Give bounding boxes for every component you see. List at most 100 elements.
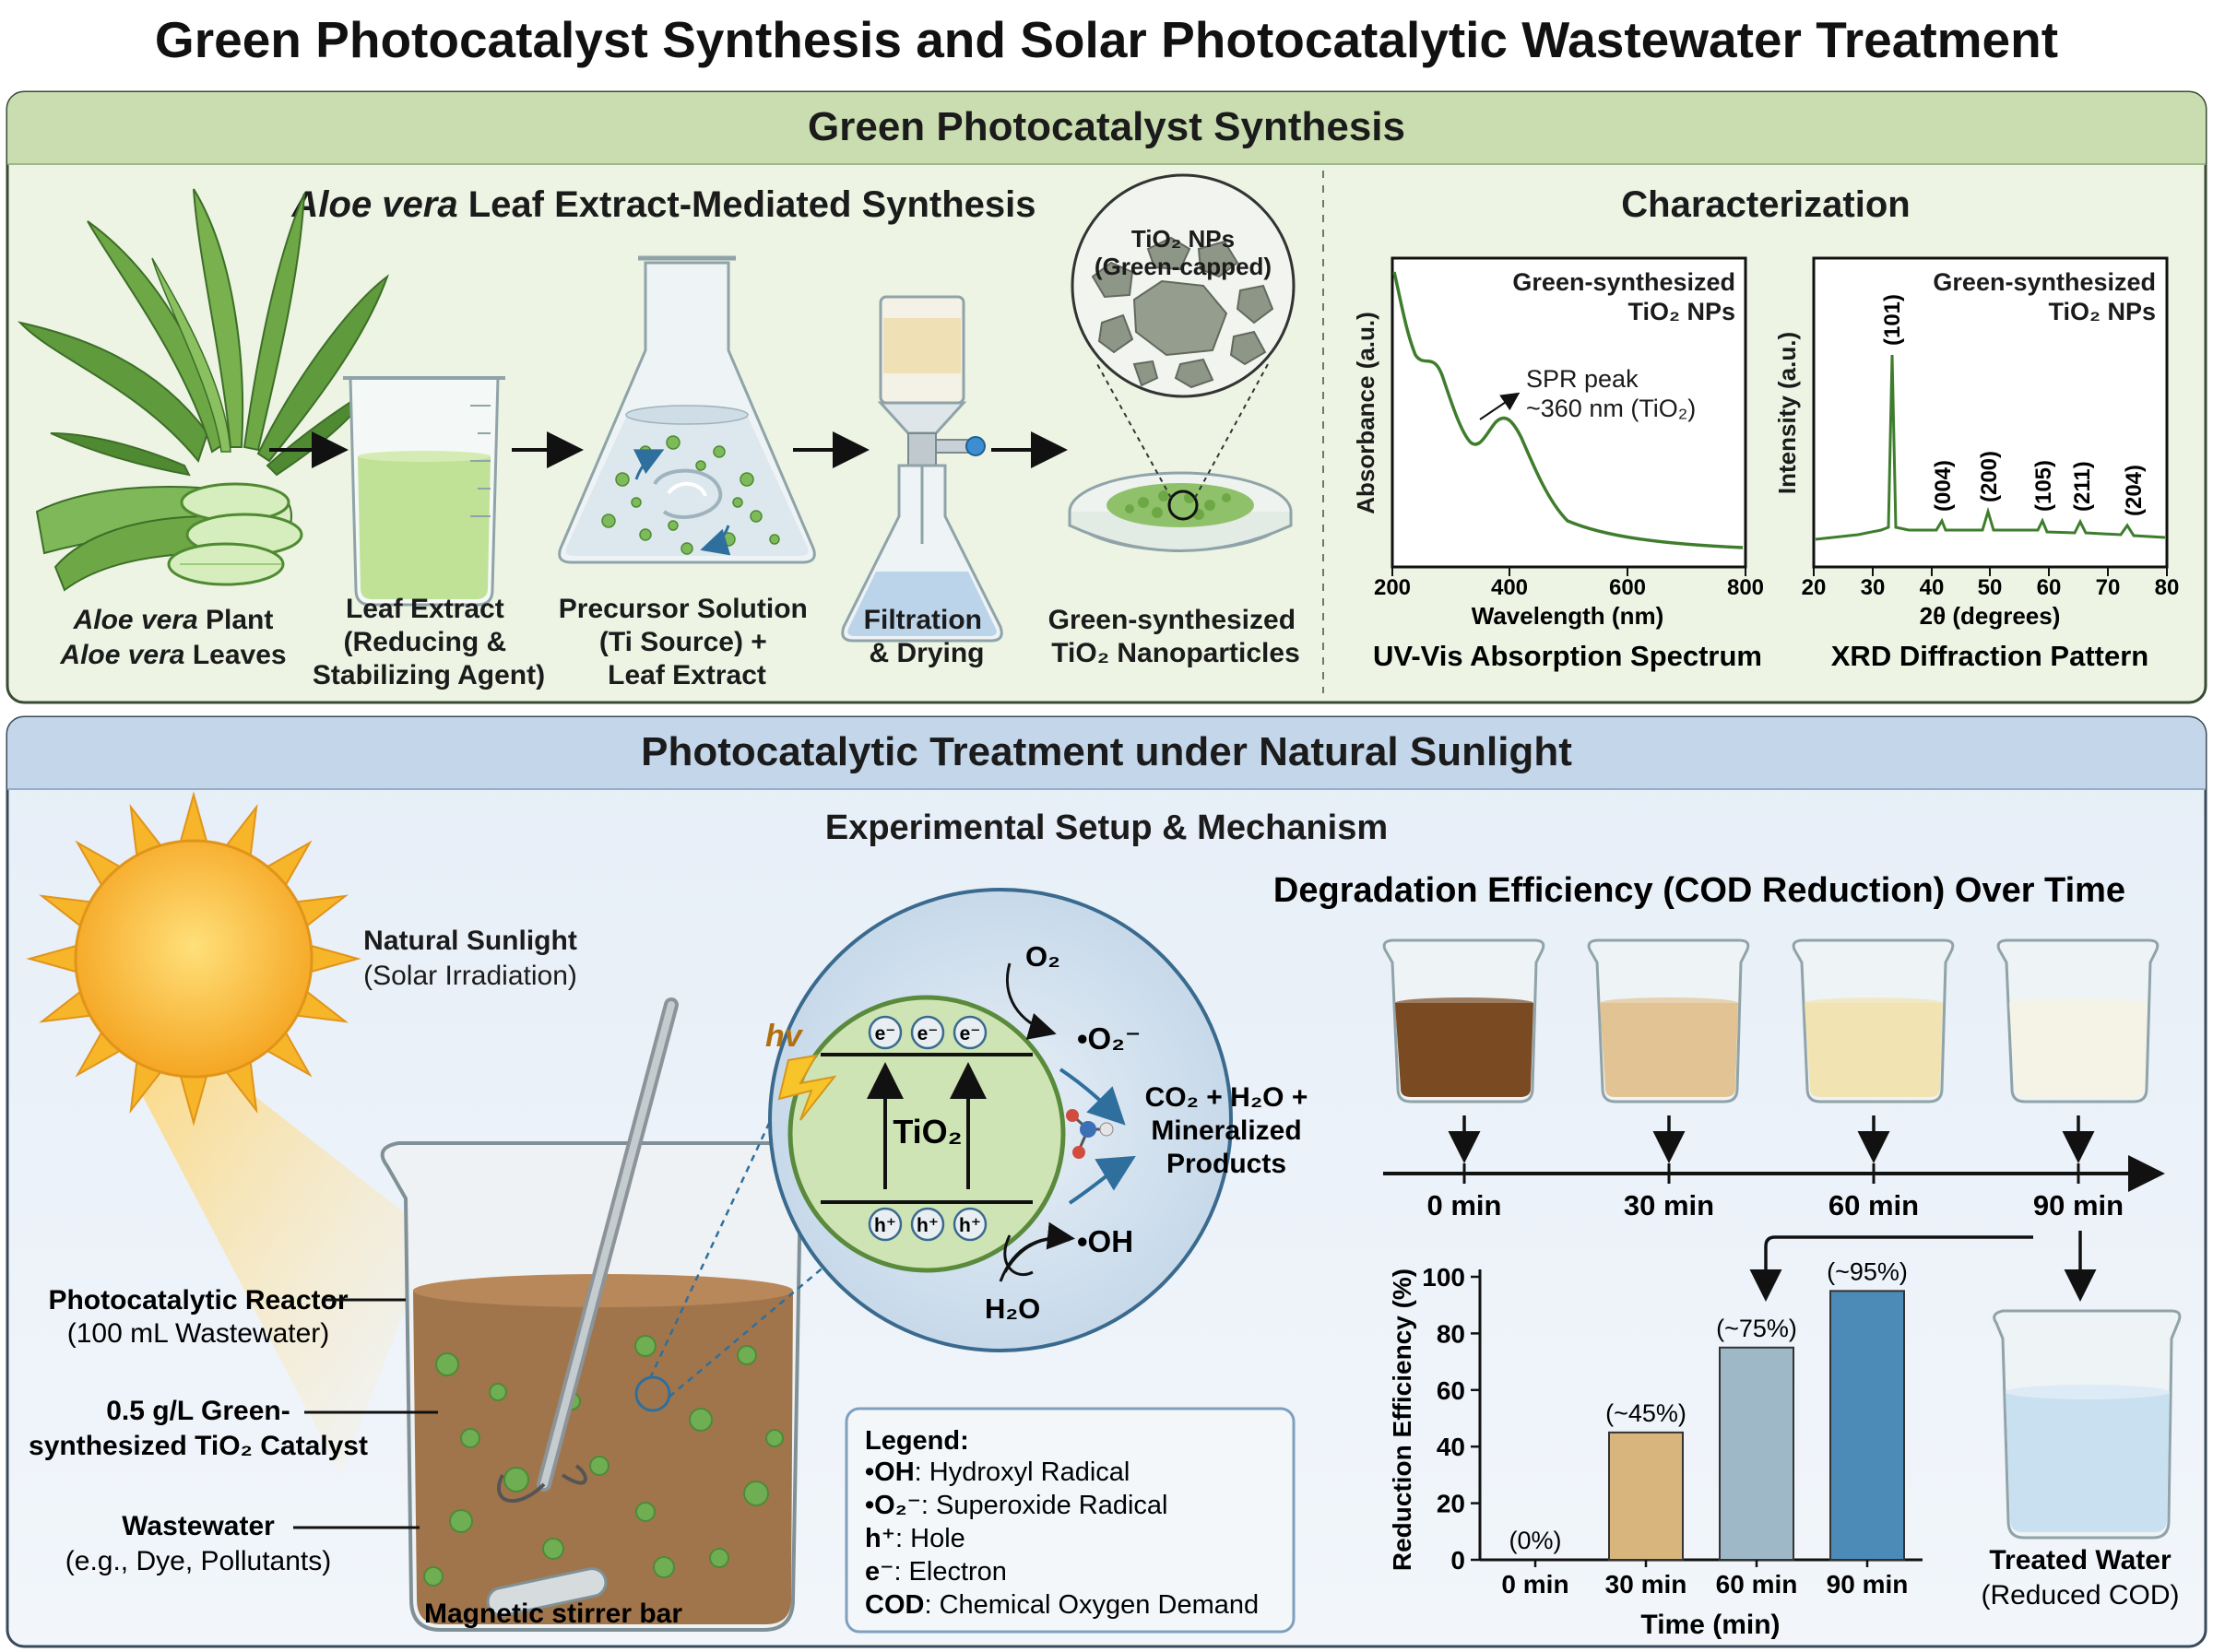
legend-title: Legend: [865,1426,969,1456]
synthesis-subtitle: Aloe vera Leaf Extract-Mediated Synthesi… [291,184,1036,225]
beaker-water [1395,1003,1533,1097]
uvvis-annotation-2: ~360 nm (TiO₂) [1526,395,1696,422]
stirrer-label: Magnetic stirrer bar [424,1599,682,1629]
wastewater-label-2: (e.g., Dye, Pollutants) [65,1546,331,1576]
mech-electron-2: e⁻ [917,1023,939,1044]
legend-item-cod: COD: Chemical Oxygen Demand [865,1590,1259,1620]
xrd-xtick-20: 20 [1802,575,1827,600]
beaker-water [2009,1003,2148,1097]
treatment-panel: Photocatalytic Treatment under Natural S… [6,715,2207,1648]
uvvis-xtick-400: 400 [1491,575,1528,600]
timeline-beaker [1587,938,1750,1163]
treatment-header: Photocatalytic Treatment under Natural S… [641,729,1572,774]
nanoparticle-petri-dish [1068,173,1296,552]
chart-x-tick-label: 60 min [1716,1570,1798,1599]
mech-hole-1: h⁺ [874,1215,896,1236]
uvvis-ylabel: Absorbance (a.u.) [1352,312,1379,514]
xrd-plot [1812,256,2169,576]
uvvis-xtick-800: 800 [1727,575,1764,600]
reactor-label-1: Photocatalytic Reactor [48,1285,348,1316]
uvvis-plot [1391,256,1747,576]
legend-item-superoxide: •O₂⁻: Superoxide Radical [865,1491,1168,1520]
degradation-title: Degradation Efficiency (COD Reduction) O… [1273,871,2125,910]
mech-electron-1: e⁻ [875,1023,896,1044]
chart-bar [1829,1290,1905,1561]
xrd-peak-200: (200) [1977,451,2002,502]
reactor-label-2: (100 mL Wastewater) [67,1318,330,1349]
synthesis-header: Green Photocatalyst Synthesis [808,104,1405,149]
synthesis-panel: Green Photocatalyst Synthesis Aloe vera … [6,90,2207,704]
chart-bar [1608,1431,1684,1561]
zoom-label-2: (Green-capped) [1095,253,1272,280]
chart-x-tick-label: 0 min [1501,1570,1568,1599]
chart-data-label: (~45%) [1605,1399,1686,1427]
sun-label-2: (Solar Irradiation) [363,961,577,991]
sun-icon [26,791,361,1127]
legend-box [845,1407,1296,1634]
uvvis-xtick-200: 200 [1374,575,1411,600]
chart-x-tick-label: 90 min [1827,1570,1909,1599]
mech-electron-3: e⁻ [960,1023,981,1044]
chart-bar [1719,1346,1794,1561]
beaker-water [1805,1003,1943,1097]
chart-y-tick-label: 40 [1437,1433,1465,1461]
timeline-label-30: 30 min [1624,1189,1714,1221]
xrd-caption: XRD Diffraction Pattern [1831,640,2148,672]
main-title: Green Photocatalyst Synthesis and Solar … [155,11,2058,68]
sunbeam [138,1023,433,1475]
xrd-legend-2: TiO₂ NPs [2048,298,2156,325]
step-plant-label: Aloe vera Plant [73,605,274,635]
chart-y-tick-label: 80 [1437,1319,1465,1348]
mech-o2: O₂ [1025,940,1060,973]
step-leaves-label: Aloe vera Leaves [59,640,286,670]
chart-x-tick-label: 30 min [1605,1570,1687,1599]
xrd-peak-101: (101) [1880,294,1905,346]
mech-tio2: TiO₂ [893,1113,962,1150]
beaker-water [1600,1003,1738,1097]
chart-data-label: (0%) [1509,1527,1561,1554]
xrd-peak-004: (004) [1931,460,1956,512]
mech-products-2: Mineralized [1151,1115,1301,1146]
xrd-peak-204: (204) [2122,465,2147,516]
uvvis-xlabel: Wavelength (nm) [1472,602,1663,630]
mech-hole-2: h⁺ [917,1215,939,1236]
xrd-xtick-40: 40 [1920,575,1945,600]
treated-label-1: Treated Water [1989,1545,2172,1575]
catalyst-label-2: synthesized TiO₂ Catalyst [29,1431,368,1461]
connector-to-chart [1749,1235,2033,1302]
xrd-curve [1815,354,2166,541]
chart-data-label: (~75%) [1716,1315,1797,1342]
treated-water-beaker [1993,1309,2182,1540]
mech-h2o: H₂O [985,1292,1040,1325]
xrd-xlabel: 2θ (degrees) [1920,602,2061,630]
mech-superoxide: •O₂⁻ [1077,1021,1141,1056]
wastewater-label-1: Wastewater [122,1511,275,1541]
xrd-peak-211: (211) [2070,461,2095,512]
step-extract-label: Leaf Extract (Reducing & Stabilizing Age… [313,594,545,690]
legend-item-electron: e⁻: Electron [865,1557,1007,1587]
mech-products-1: CO₂ + H₂O + [1145,1082,1308,1113]
step-nps-label: Green-synthesized TiO₂ Nanoparticles [1048,605,1304,668]
characterization-header: Characterization [1621,184,1910,225]
zoom-label-1: TiO₂ NPs [1131,225,1235,253]
uvvis-legend-1: Green-synthesized [1512,268,1735,296]
timeline-beaker [1792,938,1955,1163]
chart-y-tick-label: 0 [1450,1546,1465,1575]
chart-ylabel: Reduction Efficiency (%) [1388,1268,1416,1571]
chart-y-tick-label: 100 [1422,1263,1465,1292]
xrd-ylabel: Intensity (a.u.) [1773,332,1801,494]
step-filtration-label: Filtration & Drying [864,605,990,668]
chart-xlabel: Time (min) [1640,1610,1780,1640]
treatment-subtitle: Experimental Setup & Mechanism [825,808,1388,847]
mech-oh: •OH [1077,1224,1133,1258]
xrd-xtick-50: 50 [1978,575,2003,600]
treated-label-2: (Reduced COD) [1981,1580,2179,1611]
uvvis-curve [1392,271,1744,549]
timeline-beaker [1382,938,1545,1163]
uvvis-annotation-1: SPR peak [1526,365,1639,393]
xrd-peak-105: (105) [2031,460,2056,512]
xrd-legend-1: Green-synthesized [1933,268,2156,296]
timeline [1382,938,2160,1184]
chart-y-tick-label: 60 [1437,1376,1465,1405]
uvvis-xtick-600: 600 [1609,575,1646,600]
